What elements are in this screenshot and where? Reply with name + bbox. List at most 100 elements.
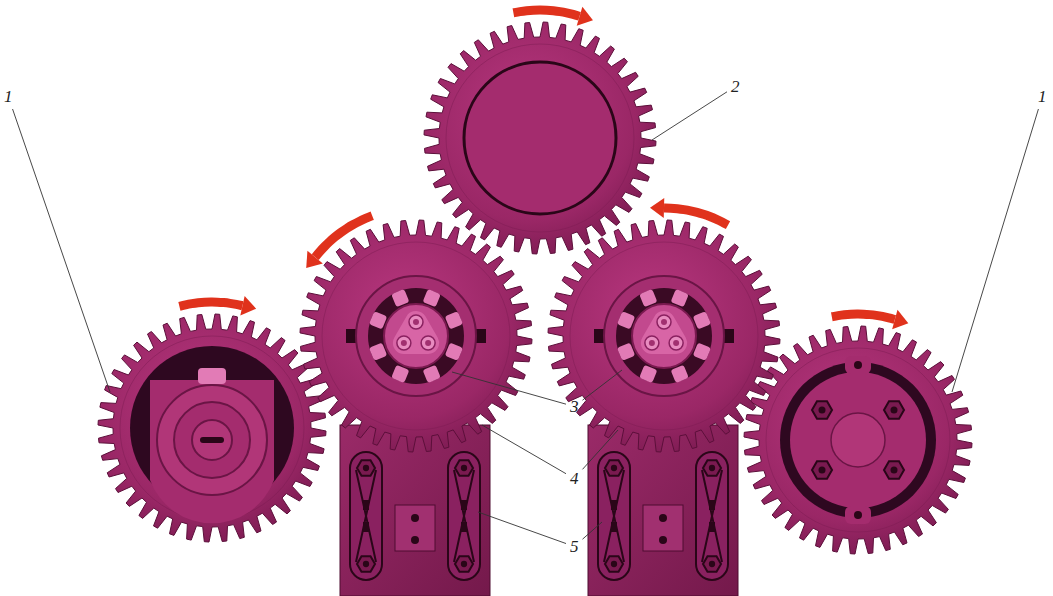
link-hole xyxy=(709,500,715,510)
bolt xyxy=(657,315,671,329)
rotation-arrow-shaft xyxy=(315,216,372,257)
gear-rim-line xyxy=(446,44,634,232)
link-cross xyxy=(604,470,624,562)
gears xyxy=(98,7,972,596)
inner-race xyxy=(384,304,448,368)
rotation-arrow-shaft xyxy=(513,10,579,16)
tab-hole xyxy=(854,361,862,369)
bolt xyxy=(645,336,659,350)
link-plate xyxy=(696,452,728,580)
callout-number: 1 xyxy=(4,88,13,105)
callout-number: 2 xyxy=(731,78,740,95)
rotation-arrow-head xyxy=(892,310,908,329)
hub-disc xyxy=(790,372,926,508)
hex-bolt xyxy=(812,401,832,418)
tab xyxy=(845,356,871,374)
bolt-center xyxy=(661,319,667,325)
rotation-arrow-shaft xyxy=(179,302,242,306)
clamp-hole xyxy=(411,514,419,522)
hex-bolt xyxy=(455,460,473,476)
bolt xyxy=(397,336,411,350)
bolt xyxy=(669,336,683,350)
hex-bolt xyxy=(703,556,721,572)
bearing-housing xyxy=(356,276,476,396)
rotation-arrow-head xyxy=(306,251,323,268)
bearing-race xyxy=(368,288,464,384)
gear-rim-line xyxy=(766,348,950,532)
gear-teeth xyxy=(548,220,780,452)
bearing-housing xyxy=(604,276,724,396)
hex-bolt xyxy=(703,460,721,476)
leader-line xyxy=(583,430,619,469)
clamp-hole xyxy=(659,514,667,522)
callout-number: 5 xyxy=(570,538,579,555)
link-hole xyxy=(611,522,617,532)
bolt-center xyxy=(819,407,826,414)
key xyxy=(198,368,226,384)
rotation-arrow-head xyxy=(577,7,593,26)
clamp-hole xyxy=(659,536,667,544)
bolt-center xyxy=(363,465,369,471)
bolt-center xyxy=(363,561,369,567)
leader-line xyxy=(452,372,566,404)
support-block xyxy=(340,425,490,596)
leader-lines xyxy=(13,92,1039,544)
gear-teeth xyxy=(300,220,532,452)
link-plate xyxy=(448,452,480,580)
link-cross xyxy=(454,470,474,562)
hex-bolt xyxy=(812,461,832,478)
gear-rim-line xyxy=(322,242,510,430)
hub-body xyxy=(150,380,274,523)
hub-ring xyxy=(174,402,250,478)
bolt xyxy=(409,315,423,329)
hex-bolt xyxy=(357,556,375,572)
rotation-arrow-head xyxy=(240,296,256,316)
bolt-center xyxy=(673,340,679,346)
gear-ring xyxy=(780,362,936,518)
inner-race xyxy=(632,304,696,368)
callout-number: 4 xyxy=(570,470,579,487)
link-hole xyxy=(461,500,467,510)
callout-number: 1 xyxy=(1038,88,1047,105)
rotation-arrow-head xyxy=(650,198,664,218)
gear-teeth xyxy=(424,22,656,254)
hex-bolt xyxy=(884,401,904,418)
bolt-center xyxy=(611,465,617,471)
leader-line xyxy=(952,109,1038,392)
bolt-center xyxy=(891,407,898,414)
leader-line xyxy=(478,512,566,544)
bearing-race xyxy=(616,288,712,384)
support-block xyxy=(588,425,738,596)
gear-rim-line xyxy=(570,242,758,430)
hub-center xyxy=(831,413,885,467)
hex-bolt xyxy=(605,460,623,476)
bolt-center xyxy=(611,561,617,567)
leader-line xyxy=(583,522,603,539)
hex-bolt xyxy=(884,461,904,478)
link-hole xyxy=(363,500,369,510)
link-plate xyxy=(350,452,382,580)
bolt-center xyxy=(709,465,715,471)
gear-teeth xyxy=(744,326,972,554)
tab-hole xyxy=(854,511,862,519)
key-slot xyxy=(200,437,224,443)
link-plate xyxy=(598,452,630,580)
link-hole xyxy=(611,500,617,510)
bolt-center xyxy=(461,465,467,471)
hex-bolt xyxy=(455,556,473,572)
gear-rim-line xyxy=(120,336,304,520)
gear-disc xyxy=(464,62,616,214)
link-hole xyxy=(709,522,715,532)
callout-number: 3 xyxy=(570,398,579,415)
leader-line xyxy=(482,425,566,474)
rotation-arrow-shaft xyxy=(832,314,895,319)
link-hole xyxy=(461,522,467,532)
link-cross xyxy=(702,470,722,562)
bolt-center xyxy=(461,561,467,567)
hex-bolt xyxy=(357,460,375,476)
bolt-center xyxy=(709,561,715,567)
leader-line xyxy=(652,92,727,140)
hub-flange xyxy=(157,385,267,495)
link-hole xyxy=(363,522,369,532)
